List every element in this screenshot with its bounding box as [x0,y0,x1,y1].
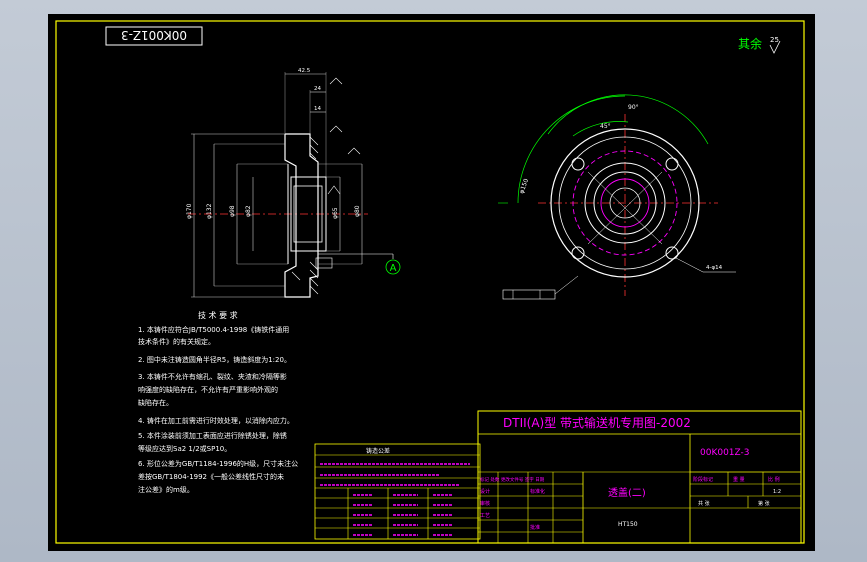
label-ratio: 比 例 [768,476,780,483]
label-weight: 重 量 [733,476,745,483]
flipped-drawing-number: 00K001Z-3 [121,28,187,42]
tech-item-5b: 等级应达到Sa2 1/2或SP10。 [138,444,231,453]
front-view: φ150 45° 90° 4-φ14 [498,94,736,300]
dim-d98: φ98 [229,205,236,217]
label-sheet-total: 共 张 [698,500,710,507]
title-part-name: 透盖(二) [608,486,646,499]
tech-item-4: 4. 铸件在加工前需进行时效处理，以消除内应力。 [138,416,294,425]
tech-requirements: 技 术 要 求 1. 本铸件应符合JB/T5000.4-1998《铸铁件通用 技… [138,310,298,494]
title-scale: 1:2 [773,489,781,495]
title-drawing-number: 00K001Z-3 [700,448,750,458]
tolerance-table-title: 铸造公差 [366,447,390,455]
title-block: DTII(A)型 带式输送机专用图-2002 00K001Z-3 透盖(二) H… [477,410,802,544]
roughness-note: 其余 [738,36,762,51]
dim-d82: φ82 [245,205,252,217]
label-standard: 标准化 [530,488,545,495]
dim-top-42-5: 42.5 [298,68,311,74]
dim-top-24: 24 [314,86,321,92]
drawing-frame [55,20,805,544]
dim-bolt-circle: φ150 [518,178,530,195]
dim-d170: φ170 [186,203,193,219]
tech-item-6b: 差按GB/T1804-1992《一般公差线性尺寸的未 [138,472,284,481]
roughness-value: 25 [770,36,779,44]
label-approve: 批准 [530,524,540,531]
label-stage: 阶段标记 [693,476,713,483]
tech-item-1b: 技术条件》的有关规定。 [138,337,215,346]
flipped-number-box [105,26,203,46]
tech-item-2: 2. 图中未注铸造圆角半径R5，铸造斜度为1:20。 [138,355,291,364]
dim-holes: 4-φ14 [706,265,723,271]
label-marks: 标记 处数 更改文件号 签字 日期 [480,476,545,483]
dim-angle-45: 45° [600,123,611,130]
dim-d132: φ132 [206,203,213,219]
tech-item-3c: 缺陷存在。 [138,398,173,407]
dim-angle-90: 90° [628,104,639,111]
label-craft: 工艺 [480,513,490,519]
tech-title: 技 术 要 求 [198,310,238,320]
dim-d80: φ80 [354,205,361,217]
cad-drawing: 00K001Z-3 其余 25 φ170 φ132 [55,20,805,544]
title-material: HT150 [618,521,638,528]
label-design: 设计 [480,488,490,495]
drawing-canvas: 00K001Z-3 其余 25 φ170 φ132 [48,14,815,551]
tech-item-6c: 注公差》的m级。 [138,485,194,494]
dim-d65: φ65 [332,207,339,219]
tech-item-6: 6. 形位公差为GB/T1184-1996的H级，尺寸未注公 [138,459,298,468]
dim-top-14: 14 [314,106,321,112]
title-main: DTII(A)型 带式输送机专用图-2002 [503,415,691,430]
tech-item-1: 1. 本铸件应符合JB/T5000.4-1998《铸铁件通用 [138,325,289,334]
tech-item-3: 3. 本铸件不允许有缩孔、裂纹、夹渣和冷隔等影 [138,372,287,381]
label-sheet: 第 张 [758,500,770,507]
label-check: 审核 [480,500,490,507]
tech-item-5: 5. 本件涂装前须加工表面应进行除锈处理，除锈 [138,431,287,440]
tech-item-3b: 响强度的缺陷存在，不允许有严重影响外观的 [138,385,278,394]
section-view: φ170 φ132 φ98 φ82 φ65 φ80 42.5 24 14 A [186,68,401,298]
tolerance-table: 铸造公差 [314,443,481,540]
section-marker-a: A [390,263,397,274]
roughness-symbol [769,40,781,54]
